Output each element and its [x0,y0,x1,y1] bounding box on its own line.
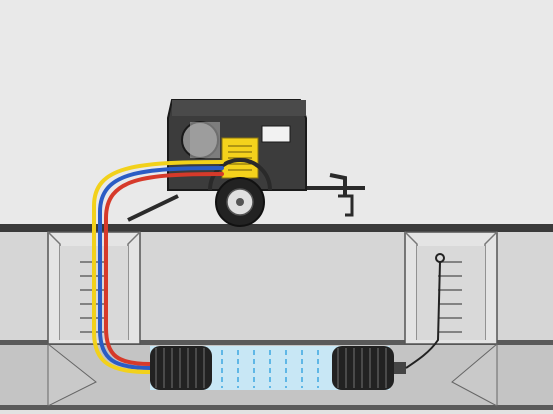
packer-icon [150,346,406,390]
generator-trailer-icon [127,99,365,227]
tether-cable [405,253,445,369]
hose-bundle-icon [92,160,224,374]
packer-left-bladder [150,346,212,390]
resin-cure-zone [221,350,319,388]
control-panel-icon [221,137,259,179]
right-manhole [404,231,498,407]
manhole-ladder-icon [438,261,462,333]
packer-right-bladder [332,346,394,390]
ground-surface [0,224,553,232]
